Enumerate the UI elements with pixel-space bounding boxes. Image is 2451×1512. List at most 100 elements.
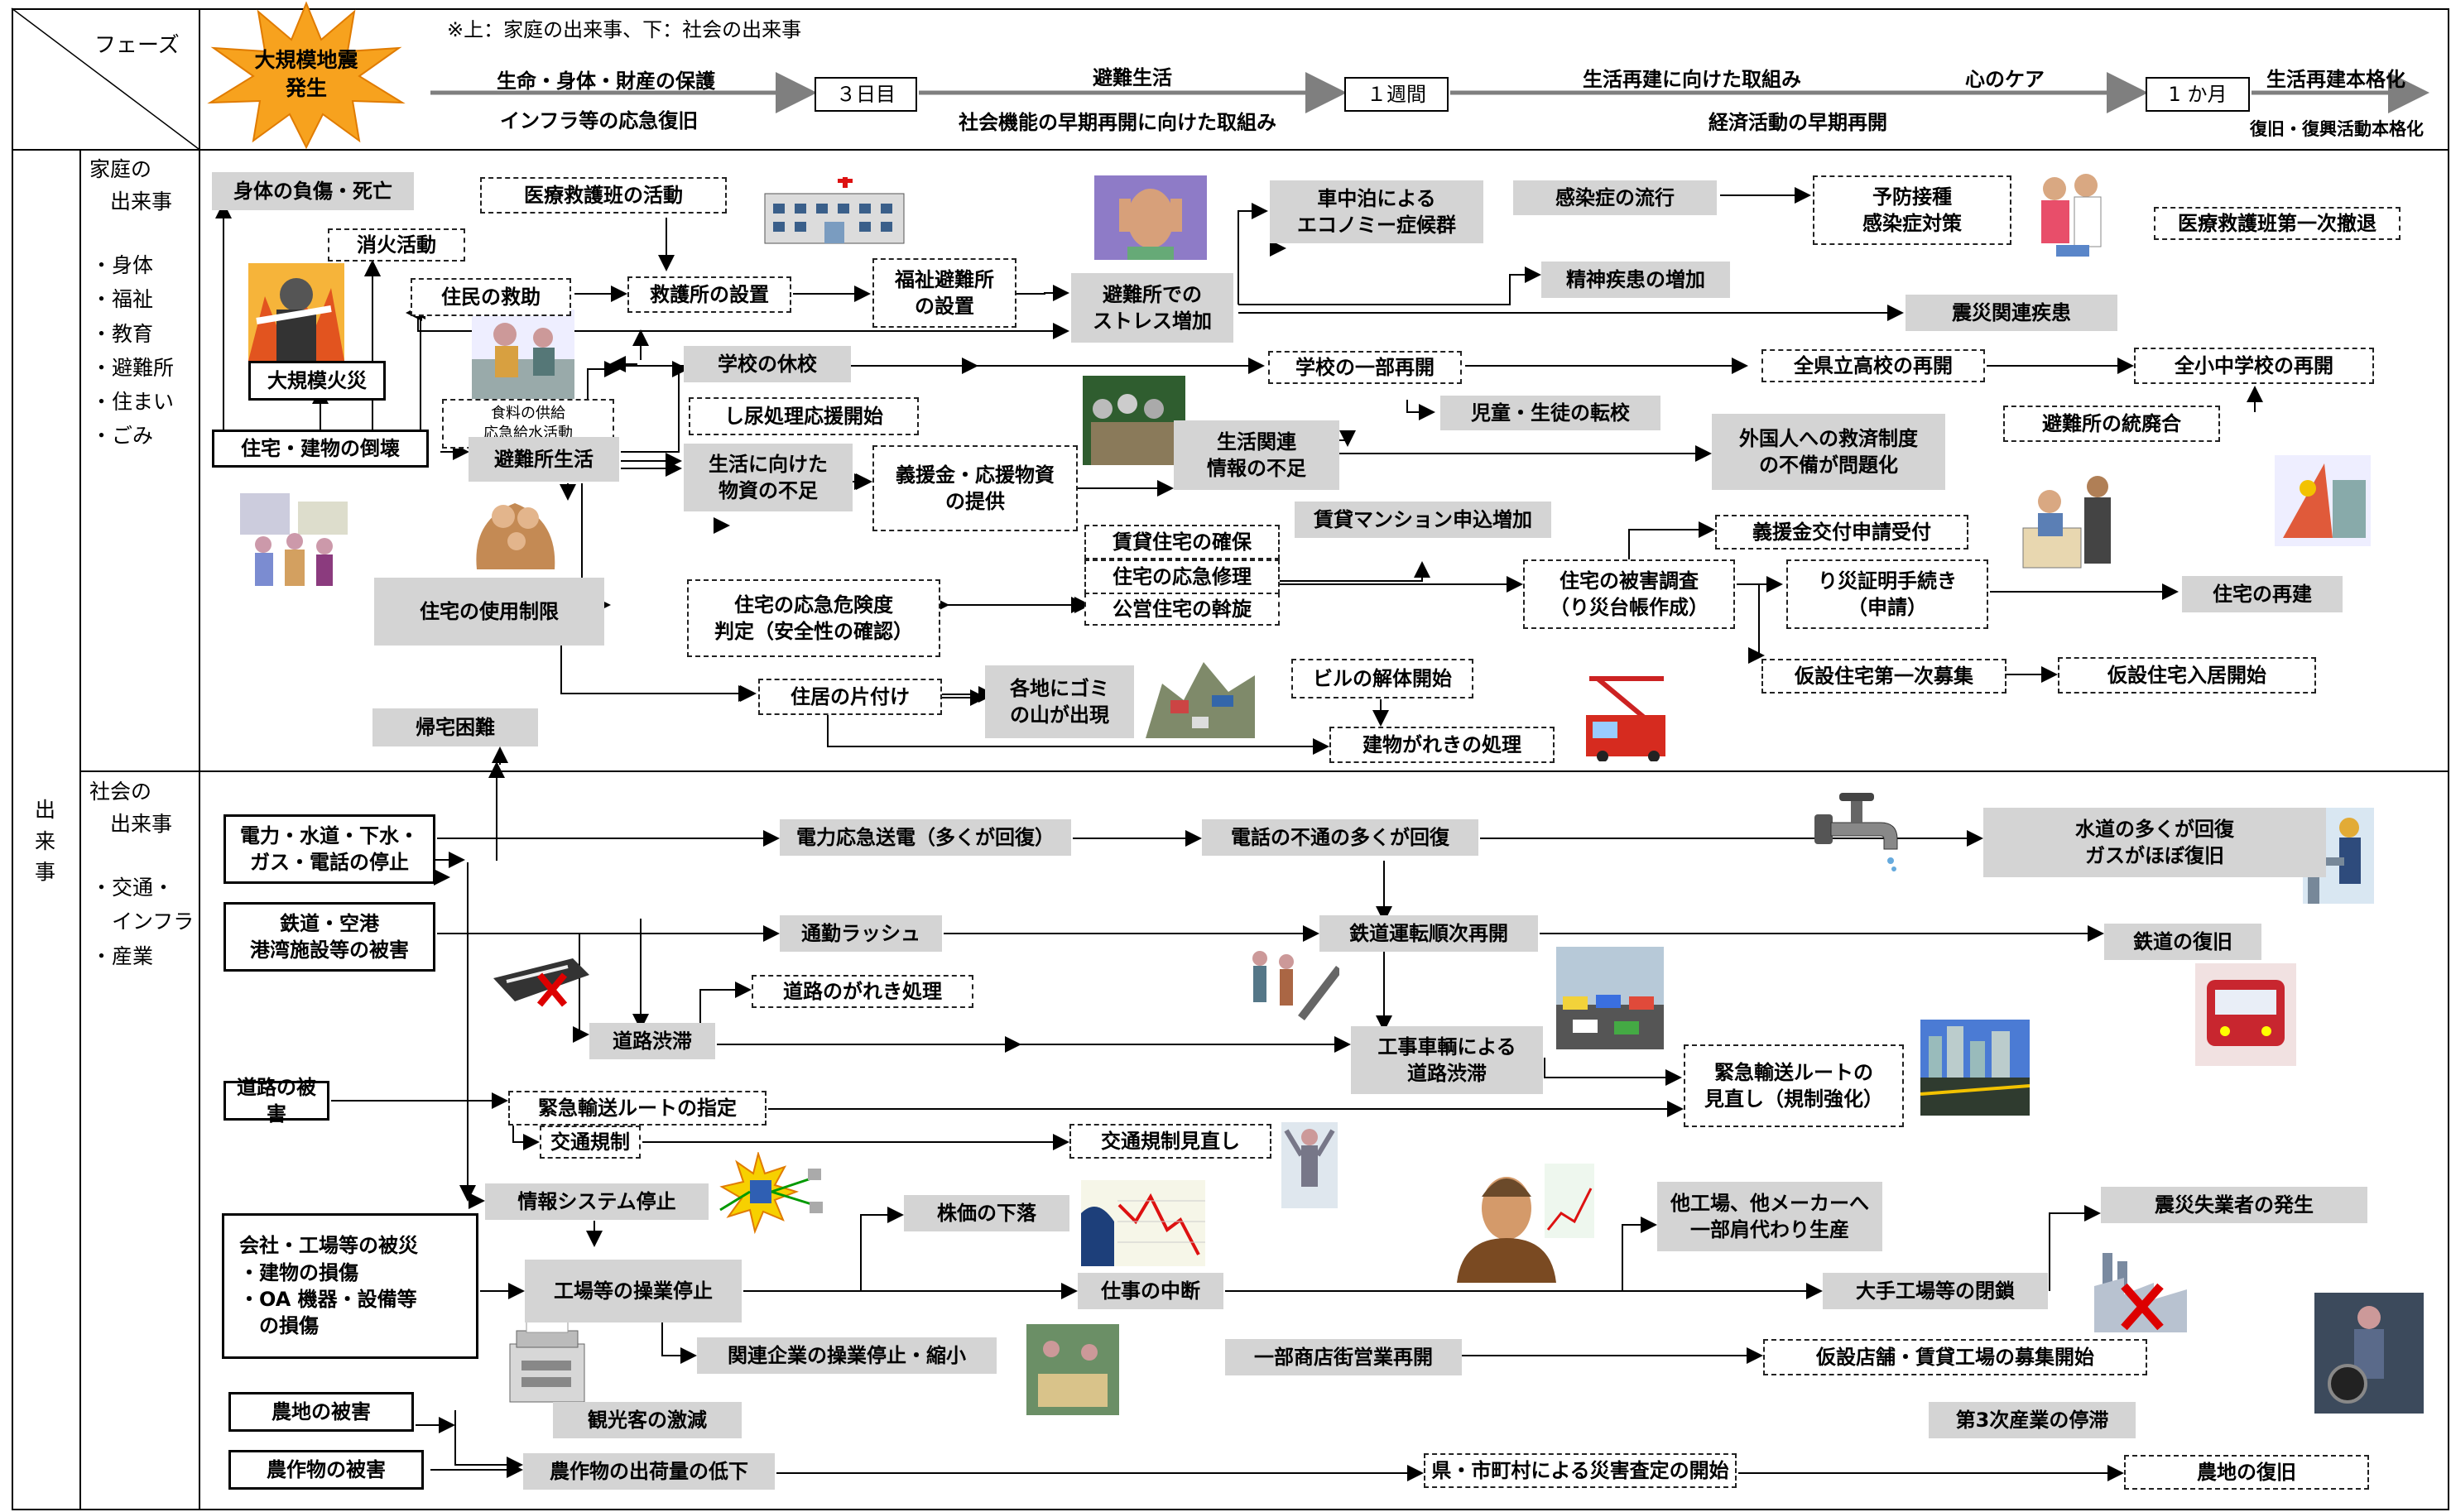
- sidebar-divider: [199, 8, 200, 1510]
- event-shelter-stress: 避難所での ストレス増加: [1071, 273, 1233, 343]
- event-utility-outage: 電力・水道・下水・ ガス・電話の停止: [223, 814, 435, 884]
- train-icon: [2195, 963, 2296, 1066]
- meeting-icon: [1026, 1324, 1119, 1415]
- event-supply-shortage: 生活に向けた 物資の不足: [684, 444, 853, 511]
- household-title: 家庭の 出来事: [89, 157, 173, 214]
- phase2-top: 避難生活: [1093, 66, 1172, 89]
- event-rail-airport-damage: 鉄道・空港 港湾施設等の被害: [223, 902, 435, 972]
- event-firefighting: 消火活動: [328, 228, 465, 262]
- people-icon: [1252, 951, 1339, 1021]
- event-school-closure: 学校の休校: [684, 346, 851, 382]
- event-road-congestion: 道路渋滞: [589, 1023, 715, 1059]
- event-commute-rush: 通勤ラッシュ: [780, 915, 942, 952]
- sidebar-inner-divider: [79, 149, 81, 1510]
- event-foreigner-relief: 外国人への救済制度 の不備が問題化: [1712, 414, 1945, 490]
- event-certificate-procedure: り災証明手続き （申請）: [1786, 559, 1988, 629]
- event-traffic-review: 交通規制見直し: [1069, 1124, 1271, 1159]
- event-housing-restriction: 住宅の使用制限: [374, 578, 604, 646]
- hospital-icon: [764, 177, 905, 244]
- phase3-care: 心のケア: [1965, 68, 2045, 91]
- event-all-schools-reopen: 全小中学校の再開: [2134, 348, 2374, 384]
- event-construction-congestion: 工事車輌による 道路渋滞: [1351, 1026, 1543, 1094]
- stock-chart-icon: [1081, 1180, 1205, 1266]
- stressed-person-icon: [1094, 175, 1207, 260]
- copier-icon: [509, 1319, 585, 1403]
- event-resident-rescue: 住民の救助: [411, 278, 571, 316]
- milestone-day3: ３日目: [815, 77, 917, 112]
- milestone-month1: 1 か月: [2146, 77, 2250, 112]
- network-icon: [719, 1152, 823, 1235]
- mechanic-repair-icon: [2314, 1293, 2424, 1414]
- event-damage-survey: 住宅の被害調査 （り災台帳作成）: [1523, 559, 1735, 629]
- event-donations: 義援金・応援物資 の提供: [872, 445, 1078, 531]
- event-road-debris: 道路のがれき処理: [752, 975, 973, 1008]
- event-damage-assessment: 県・市町村による災害査定の開始: [1424, 1453, 1737, 1488]
- event-work-interruption: 仕事の中断: [1078, 1273, 1223, 1309]
- event-shops-reopen: 一部商店街営業再開: [1225, 1339, 1462, 1375]
- event-shelter-consolidation: 避難所の統廃合: [2003, 406, 2220, 442]
- outer-frame: [12, 8, 2449, 1510]
- phase4-bottom: 復旧・復興活動本格化: [2250, 119, 2424, 139]
- event-housing-rebuild: 住宅の再建: [2182, 576, 2343, 612]
- event-rail-resume: 鉄道運転順次再開: [1319, 915, 1538, 952]
- event-infection: 感染症の流行: [1513, 180, 1717, 215]
- milestone-week1: １週間: [1344, 77, 1449, 112]
- event-demolition: ビルの解体開始: [1291, 659, 1473, 698]
- event-donation-application: 義援金交付申請受付: [1715, 515, 1968, 550]
- firefighter-icon: [248, 263, 344, 361]
- event-company-damage: 会社・工場等の被災 ・建物の損傷 ・OA 機器・設備等 の損傷: [222, 1213, 478, 1359]
- event-crop-damage: 農作物の被害: [228, 1450, 424, 1490]
- phase3-bottom: 経済活動の早期再開: [1708, 111, 1887, 134]
- event-farmland-recovery: 農地の復旧: [2124, 1455, 2369, 1490]
- phase2-bottom: 社会機能の早期再開に向けた取組み: [959, 111, 1276, 134]
- event-sewage-support: し尿処理応援開始: [689, 397, 919, 435]
- event-info-shortage: 生活関連 情報の不足: [1174, 420, 1339, 490]
- society-title: 社会の 出来事: [89, 780, 173, 836]
- section-divider: [79, 770, 2449, 772]
- phase4-top: 生活再建本格化: [2266, 68, 2405, 91]
- family-icon: [476, 503, 555, 569]
- event-medical-team: 医療救護班の活動: [480, 177, 727, 214]
- refugees-icon: [240, 493, 348, 586]
- phase3-top: 生活再建に向けた取組み: [1583, 68, 1801, 91]
- fire-truck-icon: [1586, 676, 1665, 761]
- legend-note: ※上：家庭の出来事、下：社会の出来事: [447, 18, 802, 41]
- event-outsourced-production: 他工場、他メーカーへ 一部肩代わり生産: [1657, 1182, 1882, 1251]
- event-temp-housing-first: 仮設住宅第一次募集: [1761, 659, 2006, 694]
- factory-closed-icon: [2094, 1253, 2187, 1332]
- event-emergency-repair: 住宅の応急修理: [1084, 559, 1280, 594]
- quake-label: 大規模地震 発生: [254, 48, 358, 100]
- event-factory-shutdown: 工場等の操業停止: [525, 1260, 742, 1322]
- event-road-damage: 道路の被害: [223, 1076, 329, 1126]
- event-building-collapse: 住宅・建物の倒壊: [212, 430, 429, 468]
- vaccination-icon: [2041, 174, 2102, 257]
- event-crop-shipment-drop: 農作物の出荷量の低下: [523, 1453, 775, 1490]
- event-tertiary-stagnation: 第3次産業の停滞: [1929, 1402, 2136, 1438]
- traffic-icon: [1556, 947, 1664, 1049]
- sidebar-outer-label: 出 来 事: [35, 798, 56, 884]
- event-welfare-shelter: 福祉避難所 の設置: [872, 258, 1016, 328]
- city-icon: [1920, 1020, 2030, 1116]
- event-vaccination: 予防接種 感染症対策: [1813, 175, 2011, 245]
- phase1-top: 生命・身体・財産の保護: [497, 70, 715, 93]
- event-it-system-halt: 情報システム停止: [485, 1183, 709, 1220]
- event-temp-stores: 仮設店舗・賃貸工場の募集開始: [1763, 1339, 2147, 1375]
- earthquake-burst-icon: [207, 1, 406, 149]
- event-farmland-damage: 農地の被害: [228, 1392, 414, 1432]
- event-large-fire: 大規模火災: [248, 361, 386, 401]
- event-cleanup: 住居の片付け: [758, 679, 942, 715]
- faucet-icon: [1814, 793, 1898, 871]
- rescue-icon: [472, 310, 574, 401]
- event-public-housing: 公営住宅の斡旋: [1084, 593, 1280, 626]
- event-water-gas-restore: 水道の多くが回復 ガスがほぼ復旧: [1983, 808, 2326, 877]
- garbage-icon: [1146, 662, 1255, 738]
- event-rental-housing: 賃貸住宅の確保: [1084, 525, 1280, 559]
- event-stranded-commuters: 帰宅困難: [372, 708, 538, 746]
- construction-icon: [2275, 455, 2371, 546]
- event-economy-class: 車中泊による エコノミー症候群: [1270, 180, 1483, 243]
- phase1-bottom: インフラ等の応急復旧: [500, 109, 699, 132]
- event-injury-death: 身体の負傷・死亡: [212, 172, 414, 210]
- event-emergency-route: 緊急輸送ルートの指定: [508, 1091, 767, 1126]
- event-rail-recovery: 鉄道の復旧: [2104, 924, 2261, 960]
- event-aid-station: 救護所の設置: [627, 276, 791, 313]
